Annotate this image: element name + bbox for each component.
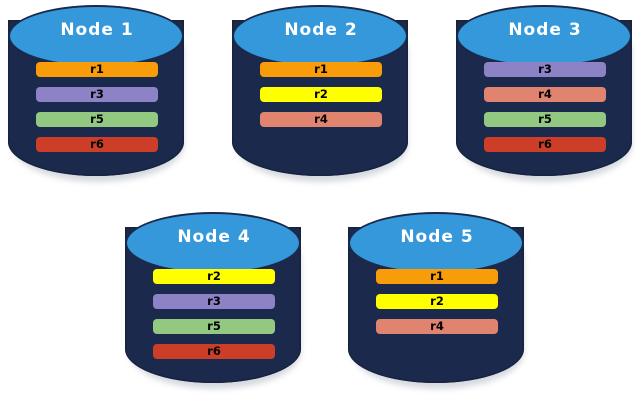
replica-bar-r2[interactable]: r2	[376, 294, 498, 309]
replica-bar-r6[interactable]: r6	[484, 137, 606, 152]
cylinder-top-ellipse	[456, 5, 632, 67]
replica-bar-r5[interactable]: r5	[484, 112, 606, 127]
replica-bar-r6[interactable]: r6	[153, 344, 275, 359]
replica-bar-r1[interactable]: r1	[260, 62, 382, 77]
replica-list: r1 r2 r4	[230, 62, 412, 127]
replica-bar-r2[interactable]: r2	[260, 87, 382, 102]
replica-bar-r4[interactable]: r4	[260, 112, 382, 127]
replica-bar-r6[interactable]: r6	[36, 137, 158, 152]
cylinder-top-ellipse	[8, 5, 184, 67]
replica-bar-r1[interactable]: r1	[376, 269, 498, 284]
cylinder-top-ellipse	[125, 212, 301, 274]
replica-bar-r4[interactable]: r4	[376, 319, 498, 334]
replica-bar-r4[interactable]: r4	[484, 87, 606, 102]
replica-bar-r3[interactable]: r3	[484, 62, 606, 77]
replica-bar-r5[interactable]: r5	[153, 319, 275, 334]
cylinder-top-ellipse	[348, 212, 524, 274]
replica-bar-r1[interactable]: r1	[36, 62, 158, 77]
replica-list: r1 r3 r5 r6	[6, 62, 188, 152]
replica-list: r3 r4 r5 r6	[454, 62, 636, 152]
replica-list: r1 r2 r4	[346, 269, 528, 334]
replica-bar-r3[interactable]: r3	[36, 87, 158, 102]
replica-list: r2 r3 r5 r6	[123, 269, 305, 359]
replica-bar-r3[interactable]: r3	[153, 294, 275, 309]
replica-bar-r5[interactable]: r5	[36, 112, 158, 127]
replica-bar-r2[interactable]: r2	[153, 269, 275, 284]
cylinder-top-ellipse	[232, 5, 408, 67]
